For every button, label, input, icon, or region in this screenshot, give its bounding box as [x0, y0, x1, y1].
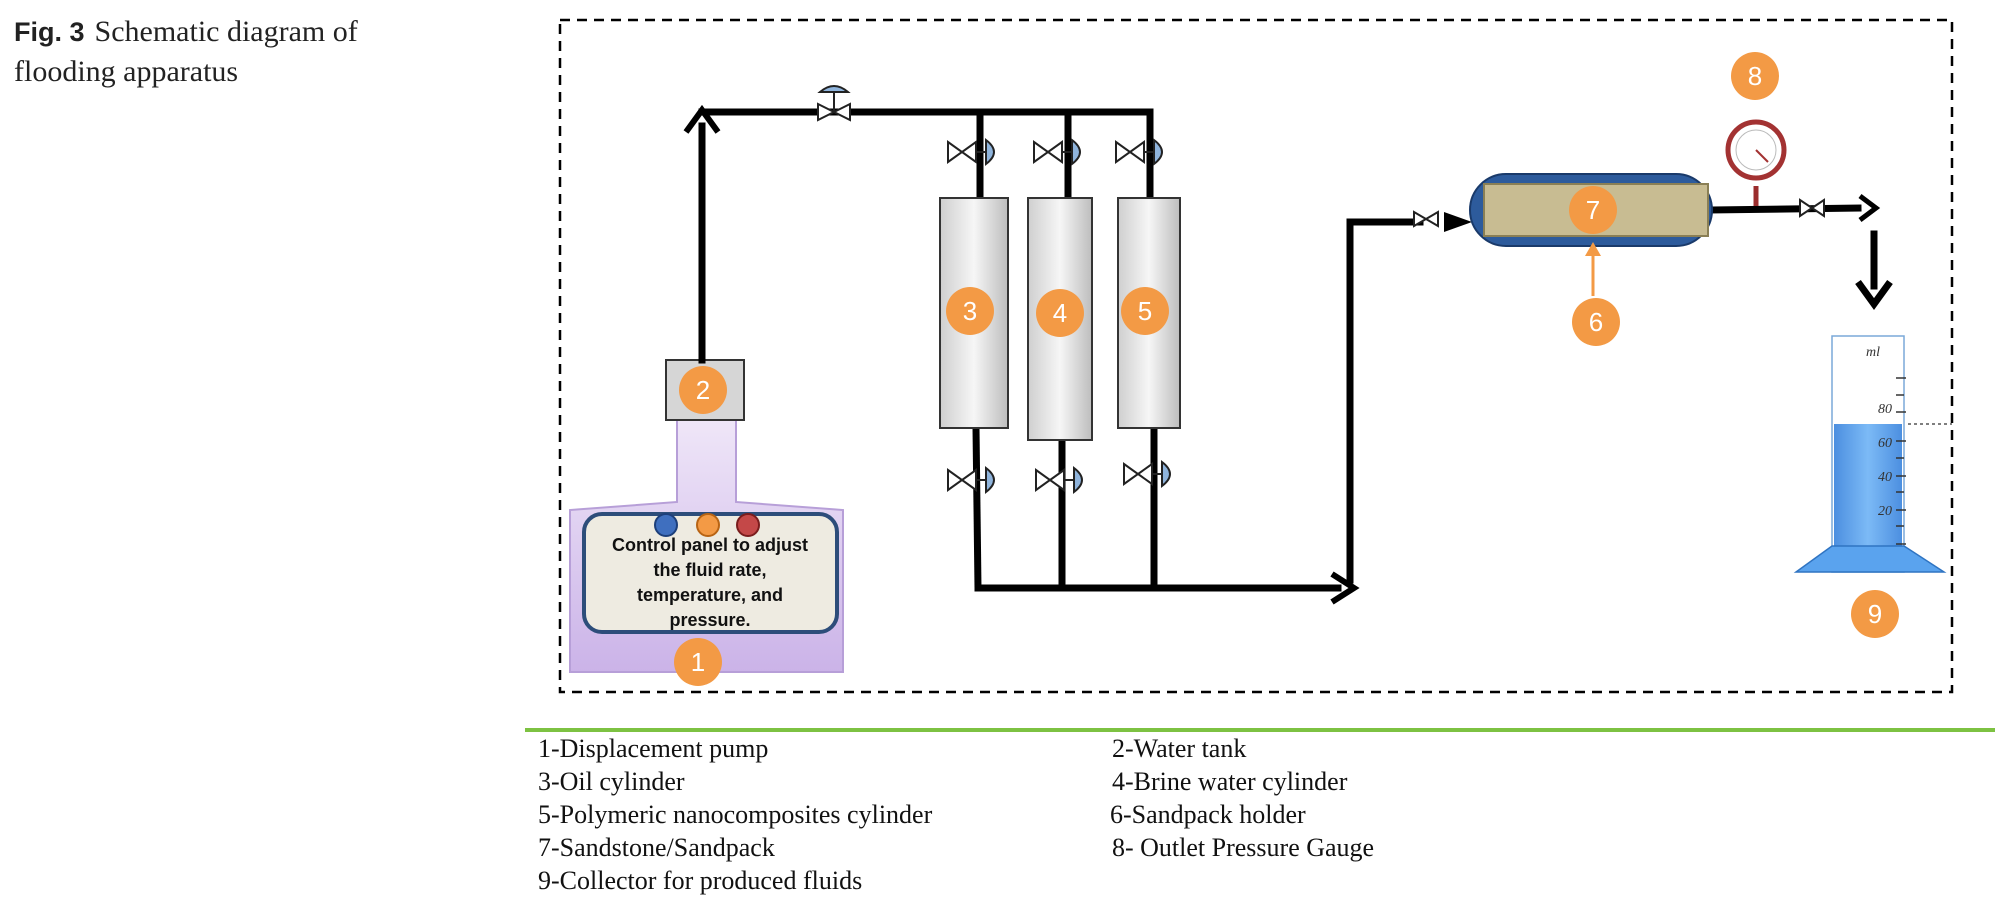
valve-icon [1033, 137, 1081, 167]
legend-item-9: 9-Collector for produced fluids [538, 866, 863, 895]
valve-icon [947, 137, 995, 167]
flow-arrows [683, 104, 1893, 605]
marker-7-label: 7 [1586, 195, 1600, 225]
marker-2-label: 2 [696, 375, 710, 405]
valve-icon [1115, 137, 1163, 167]
marker-5-label: 5 [1138, 296, 1152, 326]
legend-item-3: 3-Oil cylinder [538, 767, 685, 796]
valve-icon [1413, 210, 1439, 228]
collector-tick-label: 40 [1878, 470, 1892, 485]
pipe-network [698, 108, 1878, 592]
cylinder-valves [947, 137, 1825, 495]
displacement-pump: Control panel to adjust the fluid rate, … [569, 419, 844, 673]
number-markers: 1 2 3 4 5 6 7 8 9 [674, 52, 1899, 686]
collector-unit-label: ml [1866, 345, 1880, 360]
legend-item-4: 4-Brine water cylinder [1112, 767, 1348, 796]
figure-label: Fig. 3 [14, 17, 85, 47]
control-panel-text-line-4: pressure. [669, 610, 750, 630]
legend-item-7: 7-Sandstone/Sandpack [538, 833, 775, 862]
legend-item-5: 5-Polymeric nanocomposites cylinder [538, 800, 933, 829]
collector-cylinder: ml 80 60 40 20 [1793, 335, 1952, 573]
legend-divider [525, 728, 1995, 732]
marker-6-label: 6 [1589, 307, 1603, 337]
collector-tick-label: 20 [1878, 504, 1892, 519]
panel-knob-red [736, 513, 760, 537]
arrow-up-icon [683, 104, 721, 134]
collector-tick-label: 80 [1878, 402, 1892, 417]
marker-7: 7 [1569, 186, 1617, 234]
legend-item-6: 6-Sandpack holder [1110, 800, 1306, 829]
legend-item-1: 1-Displacement pump [538, 734, 769, 763]
arrow-into-holder-icon [1444, 212, 1472, 232]
marker-1-label: 1 [691, 647, 705, 677]
collector-base [1793, 545, 1947, 573]
valve-icon [1123, 459, 1171, 489]
marker-9-label: 9 [1868, 599, 1882, 629]
marker-9: 9 [1851, 590, 1899, 638]
marker-3-label: 3 [963, 296, 977, 326]
marker-2: 2 [679, 366, 727, 414]
diagram-frame [558, 18, 1954, 694]
marker-8-label: 8 [1748, 61, 1762, 91]
marker-4: 4 [1036, 289, 1084, 337]
valve-icon [947, 465, 995, 495]
marker-6: 6 [1572, 298, 1620, 346]
valve-icon [1035, 465, 1083, 495]
control-panel-text-line-3: temperature, and [637, 585, 783, 605]
arrow-right-icon [1330, 571, 1360, 605]
figure-title: Schematic diagram of flooding apparatus [14, 15, 358, 88]
marker-1: 1 [674, 638, 722, 686]
marker-8: 8 [1731, 52, 1779, 100]
valve-icon [1799, 198, 1825, 218]
control-panel-text-line-2: the fluid rate, [653, 560, 766, 580]
legend-item-2: 2-Water tank [1112, 734, 1247, 763]
marker-5: 5 [1121, 287, 1169, 335]
inlet-valve-icon [817, 85, 851, 122]
pointer-arrow-icon [1585, 242, 1601, 256]
marker-4-label: 4 [1053, 298, 1067, 328]
legend-item-8: 8- Outlet Pressure Gauge [1112, 833, 1375, 862]
arrow-down-icon [1855, 279, 1893, 310]
panel-knob-orange [696, 513, 720, 537]
pressure-gauge [1725, 119, 1787, 206]
control-panel-text-line-1: Control panel to adjust [612, 535, 808, 555]
collector-tick-label: 60 [1878, 436, 1892, 451]
panel-knob-blue [654, 513, 678, 537]
arrow-right-outlet-icon [1858, 194, 1881, 222]
marker-3: 3 [946, 287, 994, 335]
